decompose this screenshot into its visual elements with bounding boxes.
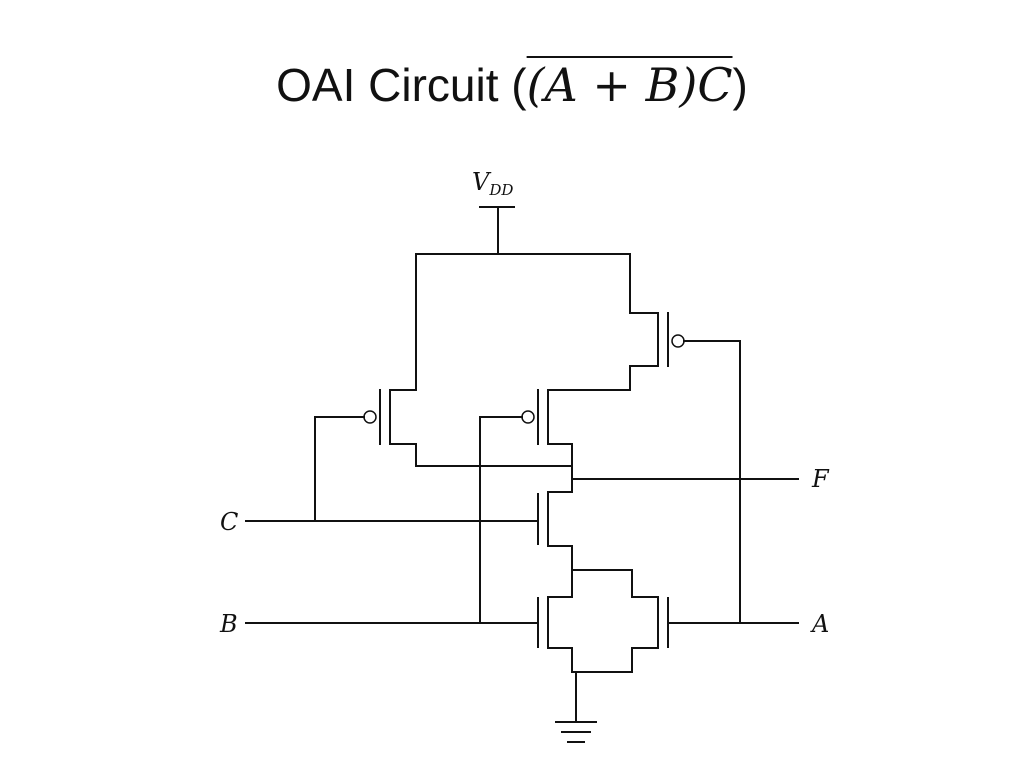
- title-close: ): [732, 59, 748, 111]
- title-text: OAI Circuit (: [276, 59, 527, 111]
- input-c-label: C: [220, 508, 238, 536]
- input-b-label: B: [219, 610, 238, 638]
- nmos-transistor-a: [571, 596, 799, 673]
- vdd-label: VDD: [472, 168, 513, 199]
- pmos-transistor-a: [547, 312, 741, 624]
- ground-icon: [555, 671, 597, 743]
- title-expression: (A + B)C: [526, 58, 733, 112]
- pmos-transistor-b: [479, 389, 573, 624]
- output-f-label: F: [811, 465, 830, 493]
- nmos-parallel-network: [571, 569, 633, 598]
- nmos-transistor-c: [245, 491, 573, 571]
- nmos-transistor-b: [245, 596, 573, 673]
- vdd-supply: [479, 206, 515, 255]
- vdd-rail: [415, 253, 631, 391]
- input-a-label: A: [810, 610, 829, 638]
- slide-title: OAI Circuit ((A + B)C): [0, 62, 1024, 108]
- pmos-transistor-c: [314, 389, 573, 522]
